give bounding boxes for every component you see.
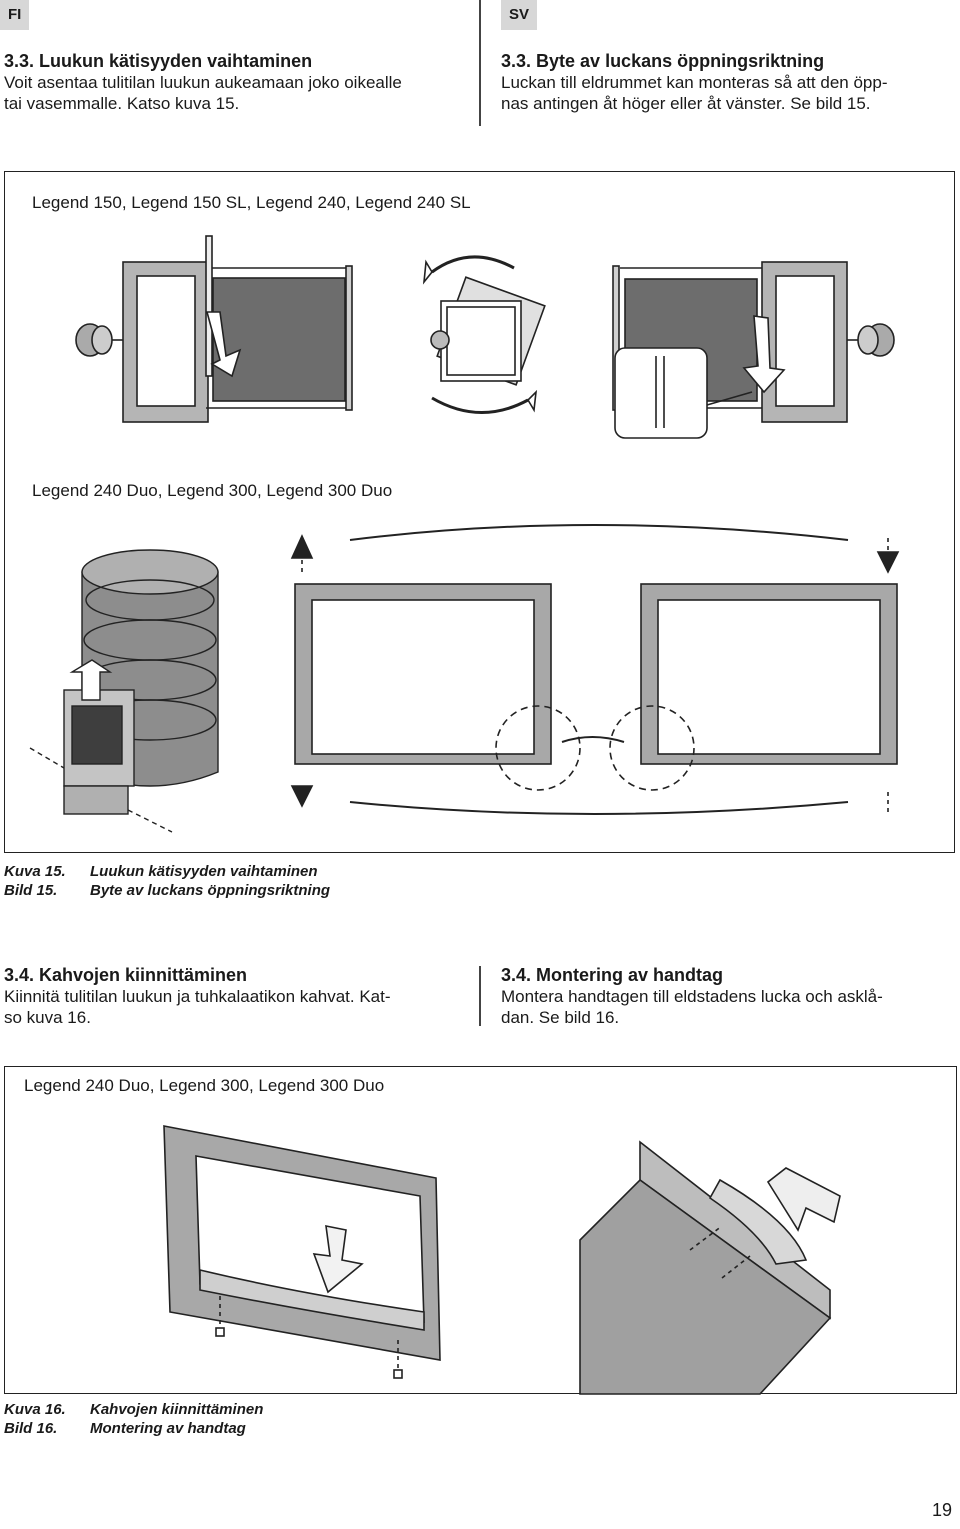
section-body-line: Luckan till eldrummet kan monteras så at… <box>501 73 888 92</box>
language-tab-fi: FI <box>0 0 30 30</box>
figure-16-caption: Kuva 16. Kahvojen kiinnittäminen Bild 16… <box>4 1400 263 1438</box>
caption-row-sv: Bild 16. Montering av handtag <box>4 1419 263 1438</box>
figure-16-model-label: Legend 240 Duo, Legend 300, Legend 300 D… <box>24 1076 385 1095</box>
section-3-3-sv: 3.3. Byte av luckans öppningsriktning Lu… <box>501 50 960 114</box>
ash-drawer-handle-diagram <box>579 1140 841 1395</box>
section-body-line: Montera handtagen till eldstadens lucka … <box>501 987 883 1006</box>
caption-row-fi: Kuva 16. Kahvojen kiinnittäminen <box>4 1400 263 1419</box>
caption-text: Luukun kätisyyden vaihtaminen <box>90 863 318 880</box>
caption-number: Kuva 16. <box>4 1401 66 1418</box>
caption-row-sv: Bild 15. Byte av luckans öppningsriktnin… <box>4 881 330 900</box>
caption-number: Kuva 15. <box>4 863 66 880</box>
figure-15-model-label-top: Legend 150, Legend 150 SL, Legend 240, L… <box>32 193 471 212</box>
left-door-diagram <box>75 235 353 423</box>
column-divider-middle <box>479 966 481 1026</box>
rotation-diagram <box>422 255 546 414</box>
section-3-4-sv: 3.4. Montering av handtag Montera handta… <box>501 964 960 1028</box>
door-panels-diagram <box>290 524 900 815</box>
figure-15-caption: Kuva 15. Luukun kätisyyden vaihtaminen B… <box>4 862 330 900</box>
section-heading: 3.3. Byte av luckans öppningsriktning <box>501 51 825 71</box>
section-body-line: Voit asentaa tulitilan luukun aukeamaan … <box>4 73 402 92</box>
section-heading: 3.4. Kahvojen kiinnittäminen <box>4 965 248 985</box>
stove-diagram <box>29 549 219 833</box>
figure-15-frame <box>4 171 955 853</box>
caption-number: Bild 16. <box>4 1420 58 1437</box>
section-body-line: tai vasemmalle. Katso kuva 15. <box>4 94 240 113</box>
section-body-line: dan. Se bild 16. <box>501 1008 620 1027</box>
section-3-3-fi: 3.3. Luukun kätisyyden vaihtaminen Voit … <box>4 50 464 114</box>
figure-15-model-label-bottom: Legend 240 Duo, Legend 300, Legend 300 D… <box>32 481 393 500</box>
page-number: 19 <box>931 1500 952 1520</box>
door-handle-diagram <box>163 1125 441 1379</box>
section-body-line: so kuva 16. <box>4 1008 91 1027</box>
right-door-diagram <box>612 261 895 439</box>
caption-text: Montering av handtag <box>90 1420 246 1437</box>
language-tab-sv: SV <box>501 0 538 30</box>
caption-row-fi: Kuva 15. Luukun kätisyyden vaihtaminen <box>4 862 330 881</box>
figure-16-frame <box>4 1066 957 1394</box>
section-body-line: nas antingen åt höger eller åt vänster. … <box>501 94 871 113</box>
section-body-line: Kiinnitä tulitilan luukun ja tuhkalaatik… <box>4 987 391 1006</box>
caption-number: Bild 15. <box>4 882 58 899</box>
caption-text: Kahvojen kiinnittäminen <box>90 1401 264 1418</box>
section-heading: 3.3. Luukun kätisyyden vaihtaminen <box>4 51 313 71</box>
section-heading: 3.4. Montering av handtag <box>501 965 724 985</box>
caption-text: Byte av luckans öppningsriktning <box>90 882 331 899</box>
section-3-4-fi: 3.4. Kahvojen kiinnittäminen Kiinnitä tu… <box>4 964 464 1028</box>
column-divider-top <box>479 0 481 126</box>
